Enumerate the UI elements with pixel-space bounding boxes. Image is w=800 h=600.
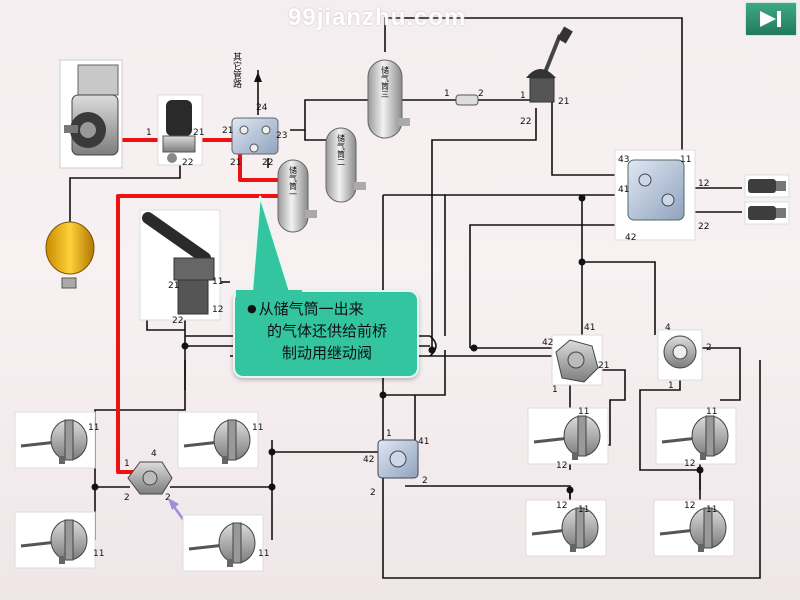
svg-text:21: 21 xyxy=(168,281,179,291)
trailer-coupling-2 xyxy=(744,201,790,225)
callout-line-3: 制动用继动阀 xyxy=(281,344,372,362)
callout-line-2: 的气体还供给前桥 xyxy=(266,322,387,340)
brake-chamber xyxy=(182,514,264,572)
svg-text:2: 2 xyxy=(165,493,171,503)
svg-text:11: 11 xyxy=(212,277,223,287)
chamber-port-12: 12 xyxy=(556,501,567,511)
relay-valve-2 xyxy=(377,439,419,479)
brake-chamber xyxy=(177,411,259,469)
protection-valve xyxy=(231,117,279,155)
tank3-label: 储气筒三 xyxy=(381,65,390,98)
quick-release-valve xyxy=(657,329,703,381)
svg-text:24: 24 xyxy=(256,103,268,113)
svg-text:41: 41 xyxy=(618,185,629,195)
brake-chamber xyxy=(14,411,96,469)
relay-valve-3 xyxy=(551,334,603,386)
svg-text:1: 1 xyxy=(386,429,392,439)
svg-text:4: 4 xyxy=(151,449,157,459)
air-dryer xyxy=(157,94,203,166)
bullet-icon: ● xyxy=(247,302,257,315)
trailer-coupling-1 xyxy=(744,174,790,198)
svg-text:21: 21 xyxy=(230,158,241,168)
svg-text:1: 1 xyxy=(520,91,526,101)
chamber-port-11: 11 xyxy=(578,505,589,515)
svg-text:11: 11 xyxy=(680,155,691,165)
brake-chamber xyxy=(14,511,96,569)
foot-brake-valve xyxy=(139,209,221,321)
brake-chamber xyxy=(527,407,609,465)
callout-box: ●从储气筒一出来 的气体还供给前桥 制动用继动阀 xyxy=(233,290,419,378)
brake-chamber xyxy=(653,499,735,557)
svg-text:21: 21 xyxy=(222,126,233,136)
callout-line-1: ●从储气筒一出来 xyxy=(247,300,364,318)
brake-chamber xyxy=(655,407,737,465)
chamber-port-11: 11 xyxy=(578,407,589,417)
air-compressor xyxy=(59,59,123,169)
svg-text:4: 4 xyxy=(665,323,671,333)
svg-text:2: 2 xyxy=(124,493,130,503)
tank1-label: 储气筒一 xyxy=(289,165,298,198)
svg-text:2: 2 xyxy=(478,89,484,99)
svg-text:1: 1 xyxy=(146,128,152,138)
svg-text:12: 12 xyxy=(212,305,223,315)
chamber-port-12: 12 xyxy=(684,501,695,511)
chamber-port-12: 12 xyxy=(556,461,567,471)
trailer-control-valve xyxy=(614,149,696,241)
svg-text:22: 22 xyxy=(520,117,531,127)
svg-text:1: 1 xyxy=(124,459,130,469)
chamber-port-12: 12 xyxy=(684,459,695,469)
svg-text:42: 42 xyxy=(625,233,636,243)
svg-text:21: 21 xyxy=(598,361,609,371)
brake-chamber xyxy=(525,499,607,557)
tank2-label: 储气筒二 xyxy=(337,133,346,166)
svg-text:23: 23 xyxy=(276,131,287,141)
svg-text:42: 42 xyxy=(542,338,553,348)
svg-text:42: 42 xyxy=(363,455,374,465)
air-tank-3 xyxy=(367,59,410,139)
svg-text:43: 43 xyxy=(618,155,629,165)
air-tank-1 xyxy=(277,159,317,233)
svg-text:22: 22 xyxy=(182,158,193,168)
hand-brake-valve xyxy=(526,26,573,103)
svg-text:21: 21 xyxy=(558,97,569,107)
other-lines-label: 其它管路 xyxy=(231,52,242,89)
svg-text:22: 22 xyxy=(698,222,709,232)
chamber-port-11: 11 xyxy=(706,407,717,417)
svg-text:2: 2 xyxy=(370,488,376,498)
svg-text:2: 2 xyxy=(706,343,712,353)
svg-text:1: 1 xyxy=(552,385,558,395)
front-relay-valve xyxy=(127,461,173,495)
other-lines-arrow xyxy=(254,72,262,82)
watermark: 99jianzhu.com xyxy=(288,4,467,31)
chamber-port-11: 11 xyxy=(706,505,717,515)
chamber-port-11: 11 xyxy=(252,423,263,433)
chamber-port-11: 11 xyxy=(258,549,269,559)
svg-text:1: 1 xyxy=(444,89,450,99)
chamber-port-11: 11 xyxy=(88,423,99,433)
next-slide-button[interactable] xyxy=(745,2,797,36)
skip-forward-icon xyxy=(760,11,781,27)
svg-text:1: 1 xyxy=(668,381,674,391)
svg-text:41: 41 xyxy=(584,323,595,333)
junction-dots xyxy=(91,194,704,494)
wet-tank xyxy=(45,221,95,289)
chamber-port-11: 11 xyxy=(93,549,104,559)
air-tank-2 xyxy=(325,127,366,203)
svg-text:22: 22 xyxy=(262,158,273,168)
svg-text:12: 12 xyxy=(698,179,709,189)
inline-filter xyxy=(455,94,479,106)
svg-text:21: 21 xyxy=(193,128,204,138)
svg-text:2: 2 xyxy=(422,476,428,486)
svg-text:22: 22 xyxy=(172,316,183,326)
svg-text:41: 41 xyxy=(418,437,429,447)
